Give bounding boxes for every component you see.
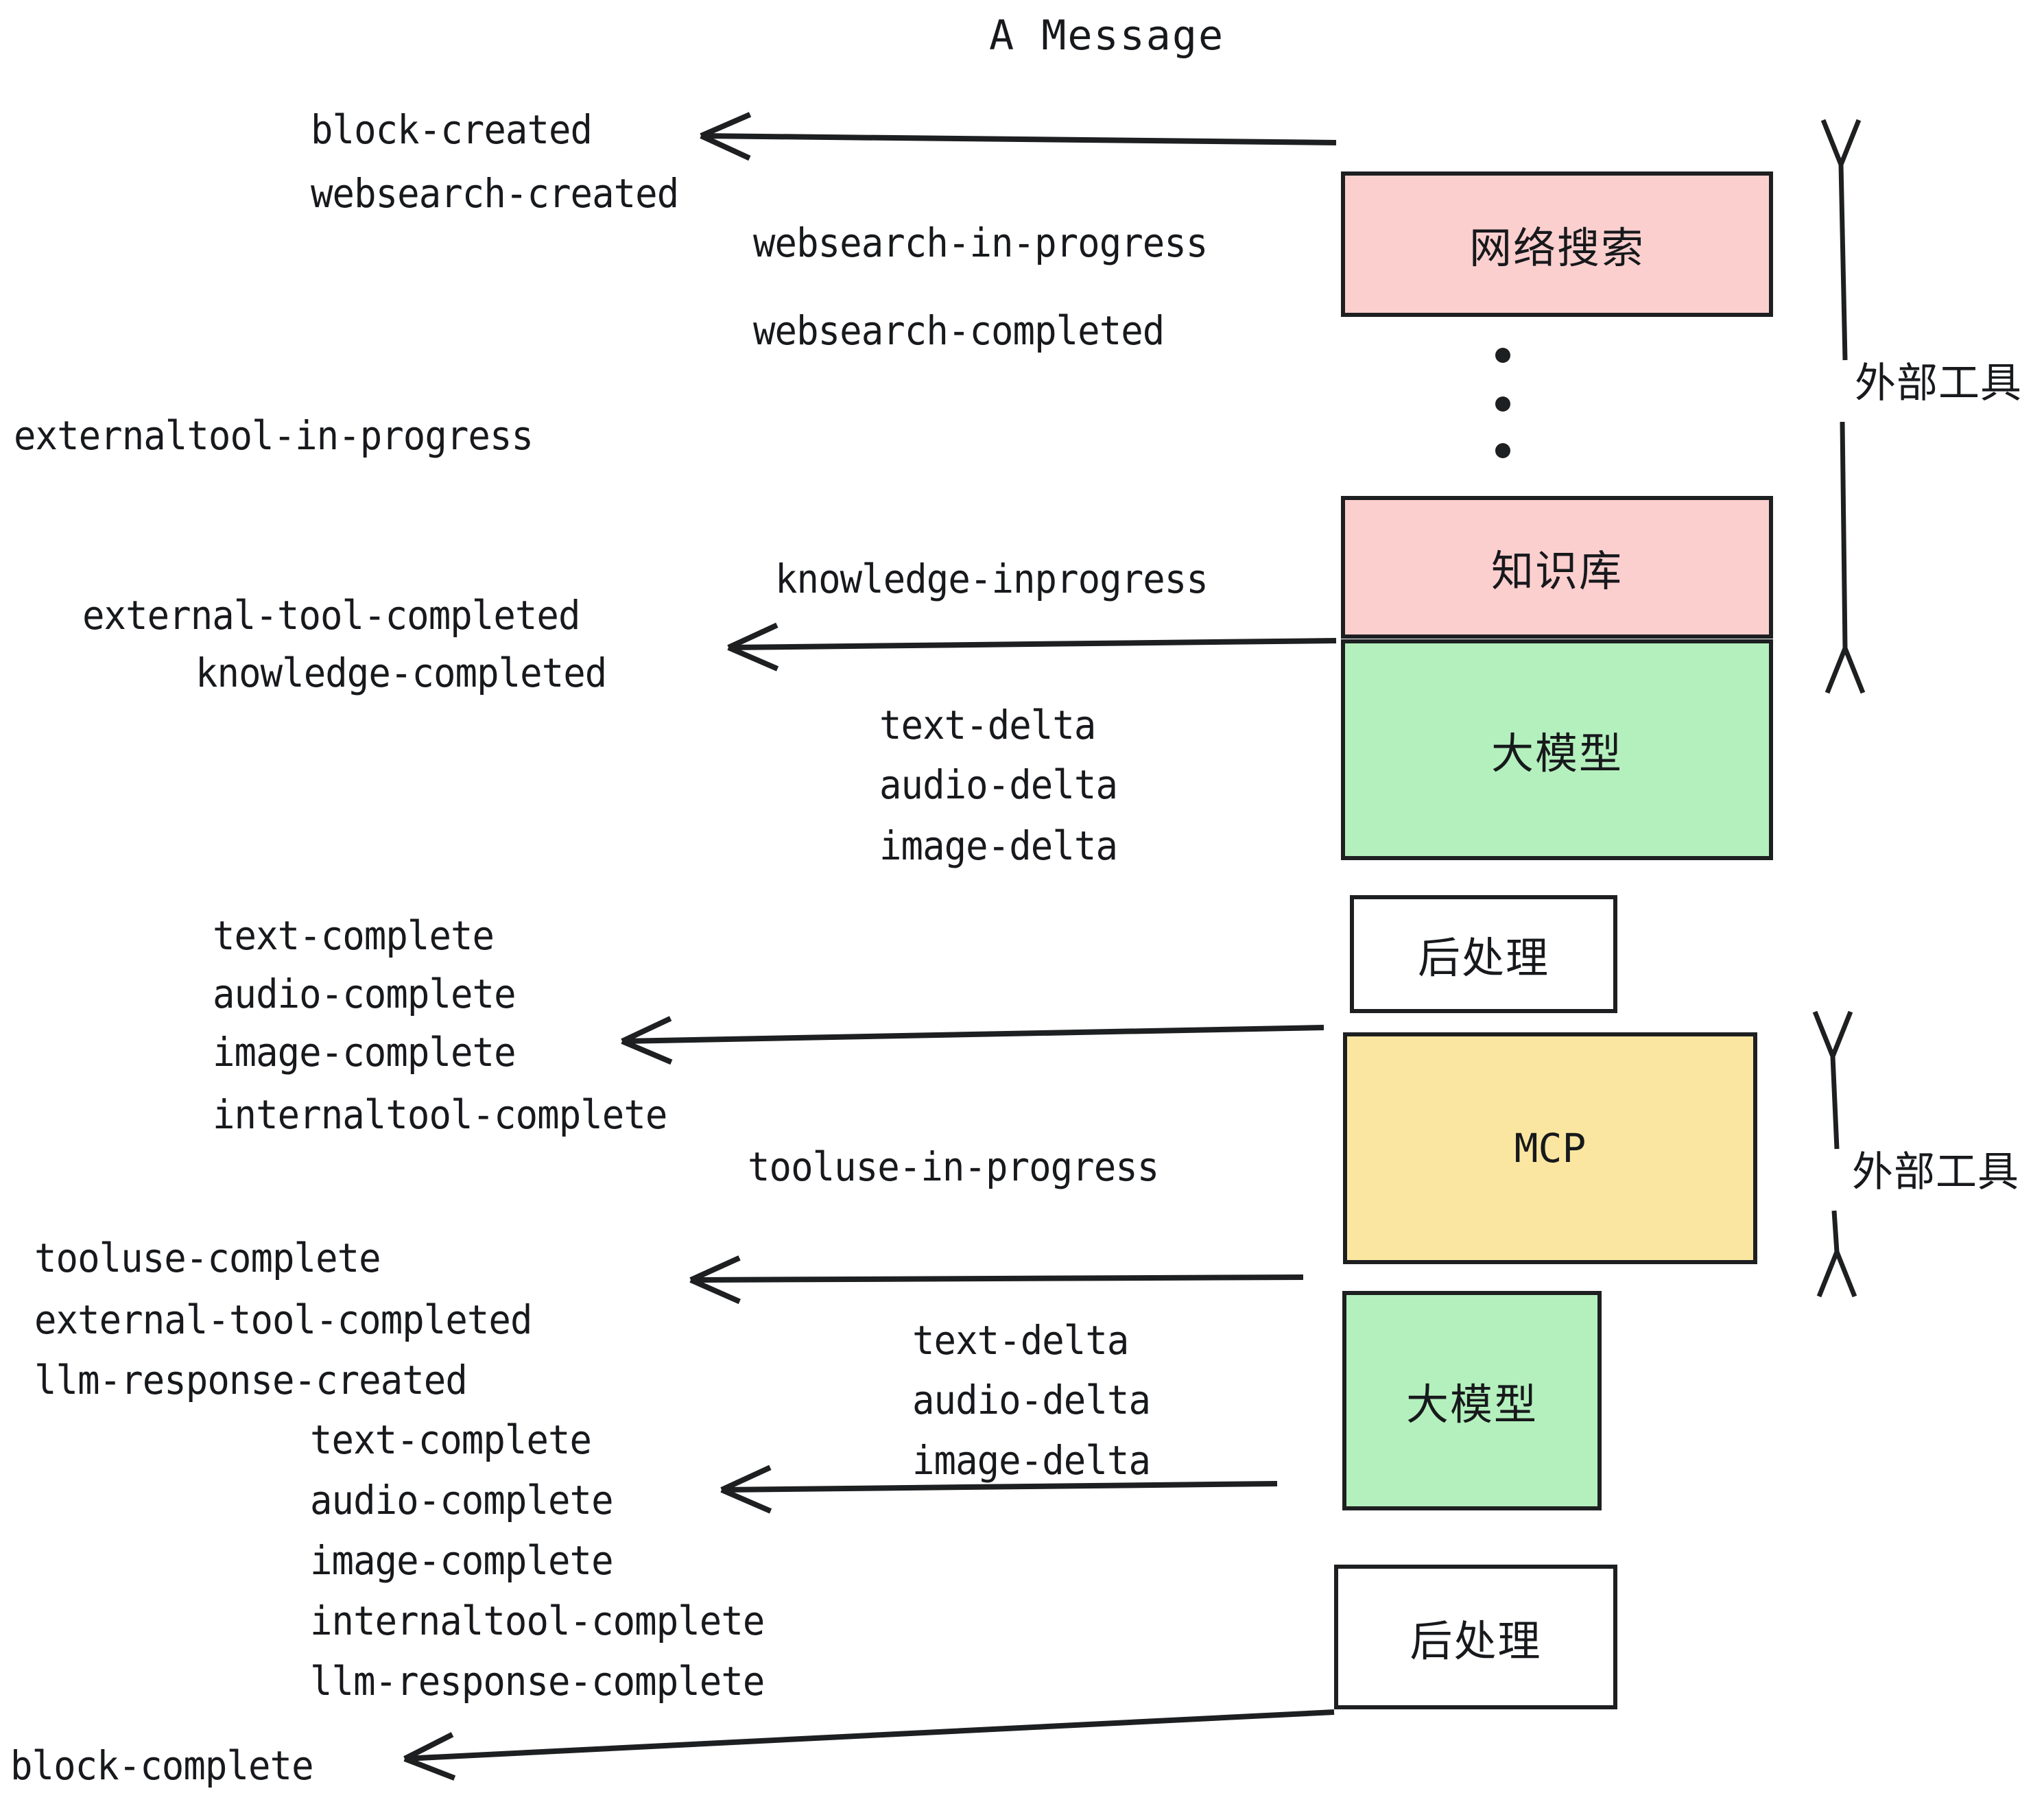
event-label-websearch-in-progress: websearch-in-progress — [753, 219, 1208, 266]
event-label-audio-delta-1: audio-delta — [879, 761, 1118, 808]
event-label-text-complete-1: text-complete — [213, 912, 495, 959]
event-label-audio-complete-1: audio-complete — [213, 971, 516, 1017]
node-box-knowledge: 知识库 — [1341, 496, 1773, 639]
event-label-text-delta-2: text-delta — [912, 1317, 1129, 1364]
node-box-mcp: MCP — [1343, 1032, 1757, 1264]
event-label-websearch-created: websearch-created — [311, 170, 679, 217]
node-box-postproc-1: 后处理 — [1350, 895, 1617, 1013]
arrow-knowledge-completed — [727, 622, 1337, 672]
node-box-llm-2: 大模型 — [1342, 1291, 1602, 1510]
event-label-image-delta-2: image-delta — [912, 1437, 1151, 1484]
arrow-block-complete — [403, 1709, 1335, 1781]
event-label-block-created: block-created — [311, 106, 593, 153]
event-label-tooluse-complete: tooluse-complete — [34, 1235, 381, 1281]
event-label-external-tool-completed-1: external-tool-completed — [82, 592, 580, 639]
event-label-image-complete-1: image-complete — [213, 1029, 516, 1076]
ellipsis-dot-3 — [1495, 443, 1510, 458]
event-label-audio-delta-2: audio-delta — [912, 1377, 1151, 1423]
ellipsis-dot-1 — [1495, 348, 1510, 363]
node-box-postproc-2: 后处理 — [1334, 1565, 1617, 1709]
arrow-image-complete — [621, 1016, 1324, 1065]
event-label-internaltool-complete-2: internaltool-complete — [310, 1598, 765, 1644]
event-label-text-complete-2: text-complete — [310, 1416, 592, 1463]
region-arrow-external-tools-bottom — [1812, 1010, 1857, 1298]
event-label-knowledge-inprogress: knowledge-inprogress — [775, 556, 1209, 602]
region-label-external-tools-bottom: 外部工具 — [1852, 1148, 2019, 1196]
event-label-knowledge-completed: knowledge-completed — [195, 650, 607, 696]
event-label-block-complete: block-complete — [10, 1742, 314, 1789]
node-box-llm-1: 大模型 — [1341, 639, 1773, 860]
event-label-image-complete-2: image-complete — [310, 1537, 614, 1584]
event-label-audio-complete-2: audio-complete — [310, 1477, 614, 1523]
ellipsis-dot-2 — [1495, 396, 1510, 412]
arrow-tooluse-complete — [689, 1255, 1304, 1305]
arrow-block-created — [700, 112, 1337, 161]
event-label-llm-response-complete: llm-response-complete — [310, 1658, 765, 1705]
event-label-text-delta-1: text-delta — [879, 702, 1096, 748]
page-title: A Message — [989, 12, 1225, 60]
event-label-external-tool-completed-2: external-tool-completed — [34, 1296, 532, 1343]
event-label-llm-response-created: llm-response-created — [34, 1357, 468, 1403]
event-label-tooluse-in-progress: tooluse-in-progress — [748, 1143, 1159, 1190]
event-label-internaltool-complete-1: internaltool-complete — [213, 1091, 667, 1138]
event-label-websearch-completed: websearch-completed — [753, 307, 1165, 354]
event-label-externaltool-in-progress: externaltool-in-progress — [14, 412, 534, 459]
event-label-image-delta-1: image-delta — [879, 822, 1118, 869]
region-label-external-tools-top: 外部工具 — [1855, 359, 2022, 407]
node-box-websearch: 网络搜索 — [1341, 171, 1773, 317]
